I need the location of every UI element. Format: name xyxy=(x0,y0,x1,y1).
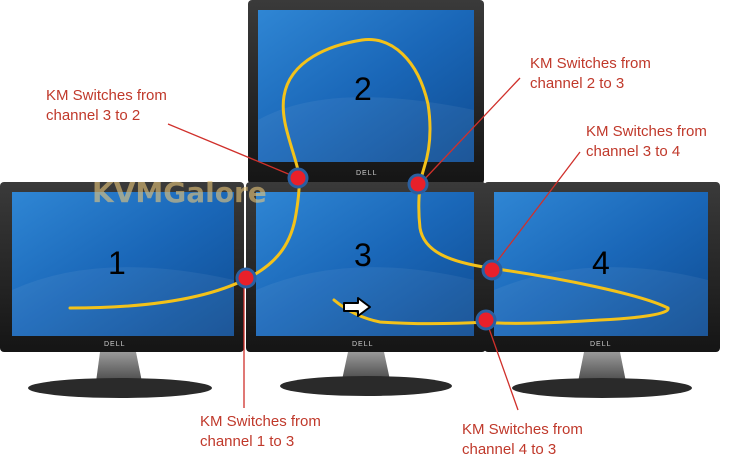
screen-number-3: 3 xyxy=(354,237,372,273)
annotation-4-to-3-line1: KM Switches from xyxy=(462,421,583,438)
monitor-4: DELL xyxy=(484,182,720,398)
leader-lines xyxy=(167,77,581,411)
screen-number-1: 1 xyxy=(108,245,126,281)
annotation-2-to-3-line1: KM Switches from xyxy=(530,55,651,72)
switch-point-1-to-3 xyxy=(235,267,257,289)
annotation-3-to-2-line1: KM Switches from xyxy=(46,87,167,104)
annotation-3-to-2: KM Switches from channel 3 to 2 xyxy=(46,86,167,126)
monitor-2-brand: DELL xyxy=(356,170,378,177)
mouse-path xyxy=(68,38,670,325)
switch-point-3-to-4 xyxy=(481,259,503,281)
switch-point-3-to-2 xyxy=(287,167,309,189)
monitor-1-screen xyxy=(12,192,234,336)
monitor-1: DELL xyxy=(0,182,244,398)
switch-points xyxy=(235,167,503,331)
monitor-2: DELL xyxy=(248,0,484,184)
annotation-4-to-3-line2: channel 4 to 3 xyxy=(462,441,557,458)
annotation-1-to-3-line1: KM Switches from xyxy=(200,413,321,430)
annotation-3-to-4: KM Switches from channel 3 to 4 xyxy=(586,122,707,162)
annotation-1-to-3-line2: channel 1 to 3 xyxy=(200,433,295,450)
annotation-2-to-3-line2: channel 2 to 3 xyxy=(530,75,625,92)
monitor-4-screen xyxy=(494,192,708,336)
annotation-1-to-3: KM Switches from channel 1 to 3 xyxy=(200,412,321,452)
monitor-1-brand: DELL xyxy=(104,341,126,348)
annotation-2-to-3: KM Switches from channel 2 to 3 xyxy=(530,54,651,94)
watermark-logo: KVMGalore xyxy=(92,176,267,209)
monitor-3-screen xyxy=(256,192,474,336)
cursor-arrow-icon xyxy=(343,297,371,317)
monitor-4-brand: DELL xyxy=(590,341,612,348)
switch-point-4-to-3 xyxy=(475,309,497,331)
screen-number-4: 4 xyxy=(592,245,610,281)
screen-number-2: 2 xyxy=(354,71,372,107)
monitor-2-screen xyxy=(258,10,474,162)
annotation-3-to-2-line2: channel 3 to 2 xyxy=(46,107,141,124)
annotation-4-to-3: KM Switches from channel 4 to 3 xyxy=(462,420,583,460)
annotation-3-to-4-line1: KM Switches from xyxy=(586,123,707,140)
annotation-3-to-4-line2: channel 3 to 4 xyxy=(586,143,681,160)
monitor-3-brand: DELL xyxy=(352,341,374,348)
monitor-3: DELL xyxy=(246,182,486,396)
switch-point-2-to-3 xyxy=(407,173,429,195)
